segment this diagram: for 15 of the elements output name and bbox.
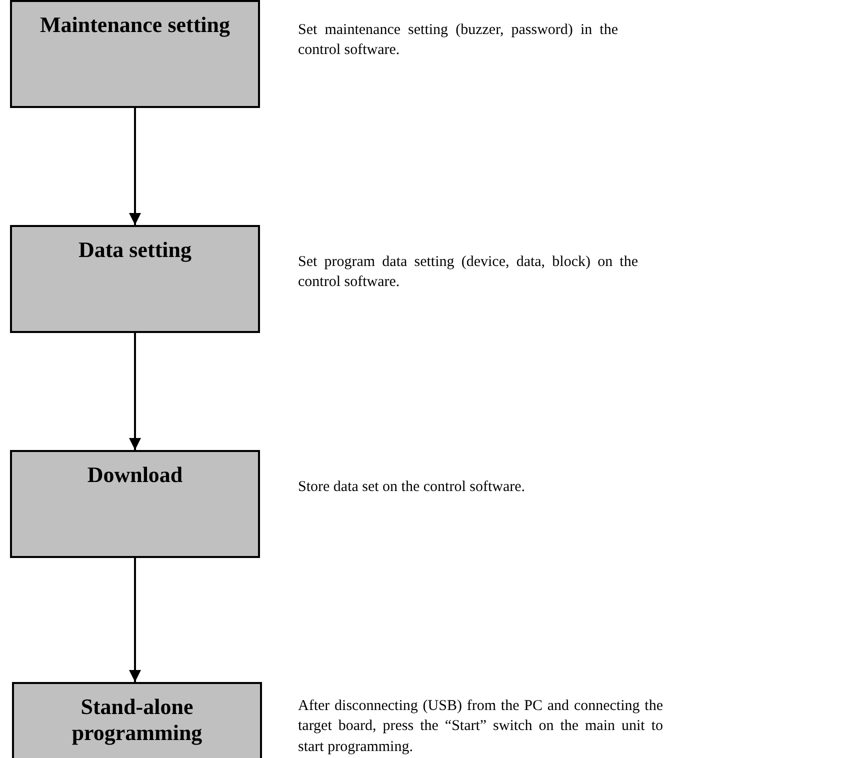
- arrow: [129, 108, 141, 225]
- step-title: Maintenance setting: [38, 12, 232, 38]
- arrow: [129, 558, 141, 682]
- step-title: Download: [86, 462, 184, 488]
- step-title: Stand-alone programming: [70, 694, 204, 747]
- step-description: Store data set on the control software.: [298, 478, 526, 497]
- process-box: [10, 450, 260, 558]
- process-box: [10, 0, 260, 108]
- arrow: [129, 333, 141, 450]
- step-description: After disconnecting (USB) from the PC and connecting the target board, press the “Start” switch on the main unit to start programming.: [298, 697, 663, 756]
- step-description: Set maintenance setting (buzzer, password) in the control software.: [298, 21, 618, 60]
- step-title: Data setting: [77, 237, 193, 264]
- process-box: [12, 682, 262, 758]
- step-description: Set program data setting (device, data, block) on the control software.: [298, 253, 638, 292]
- process-box: [10, 225, 260, 333]
